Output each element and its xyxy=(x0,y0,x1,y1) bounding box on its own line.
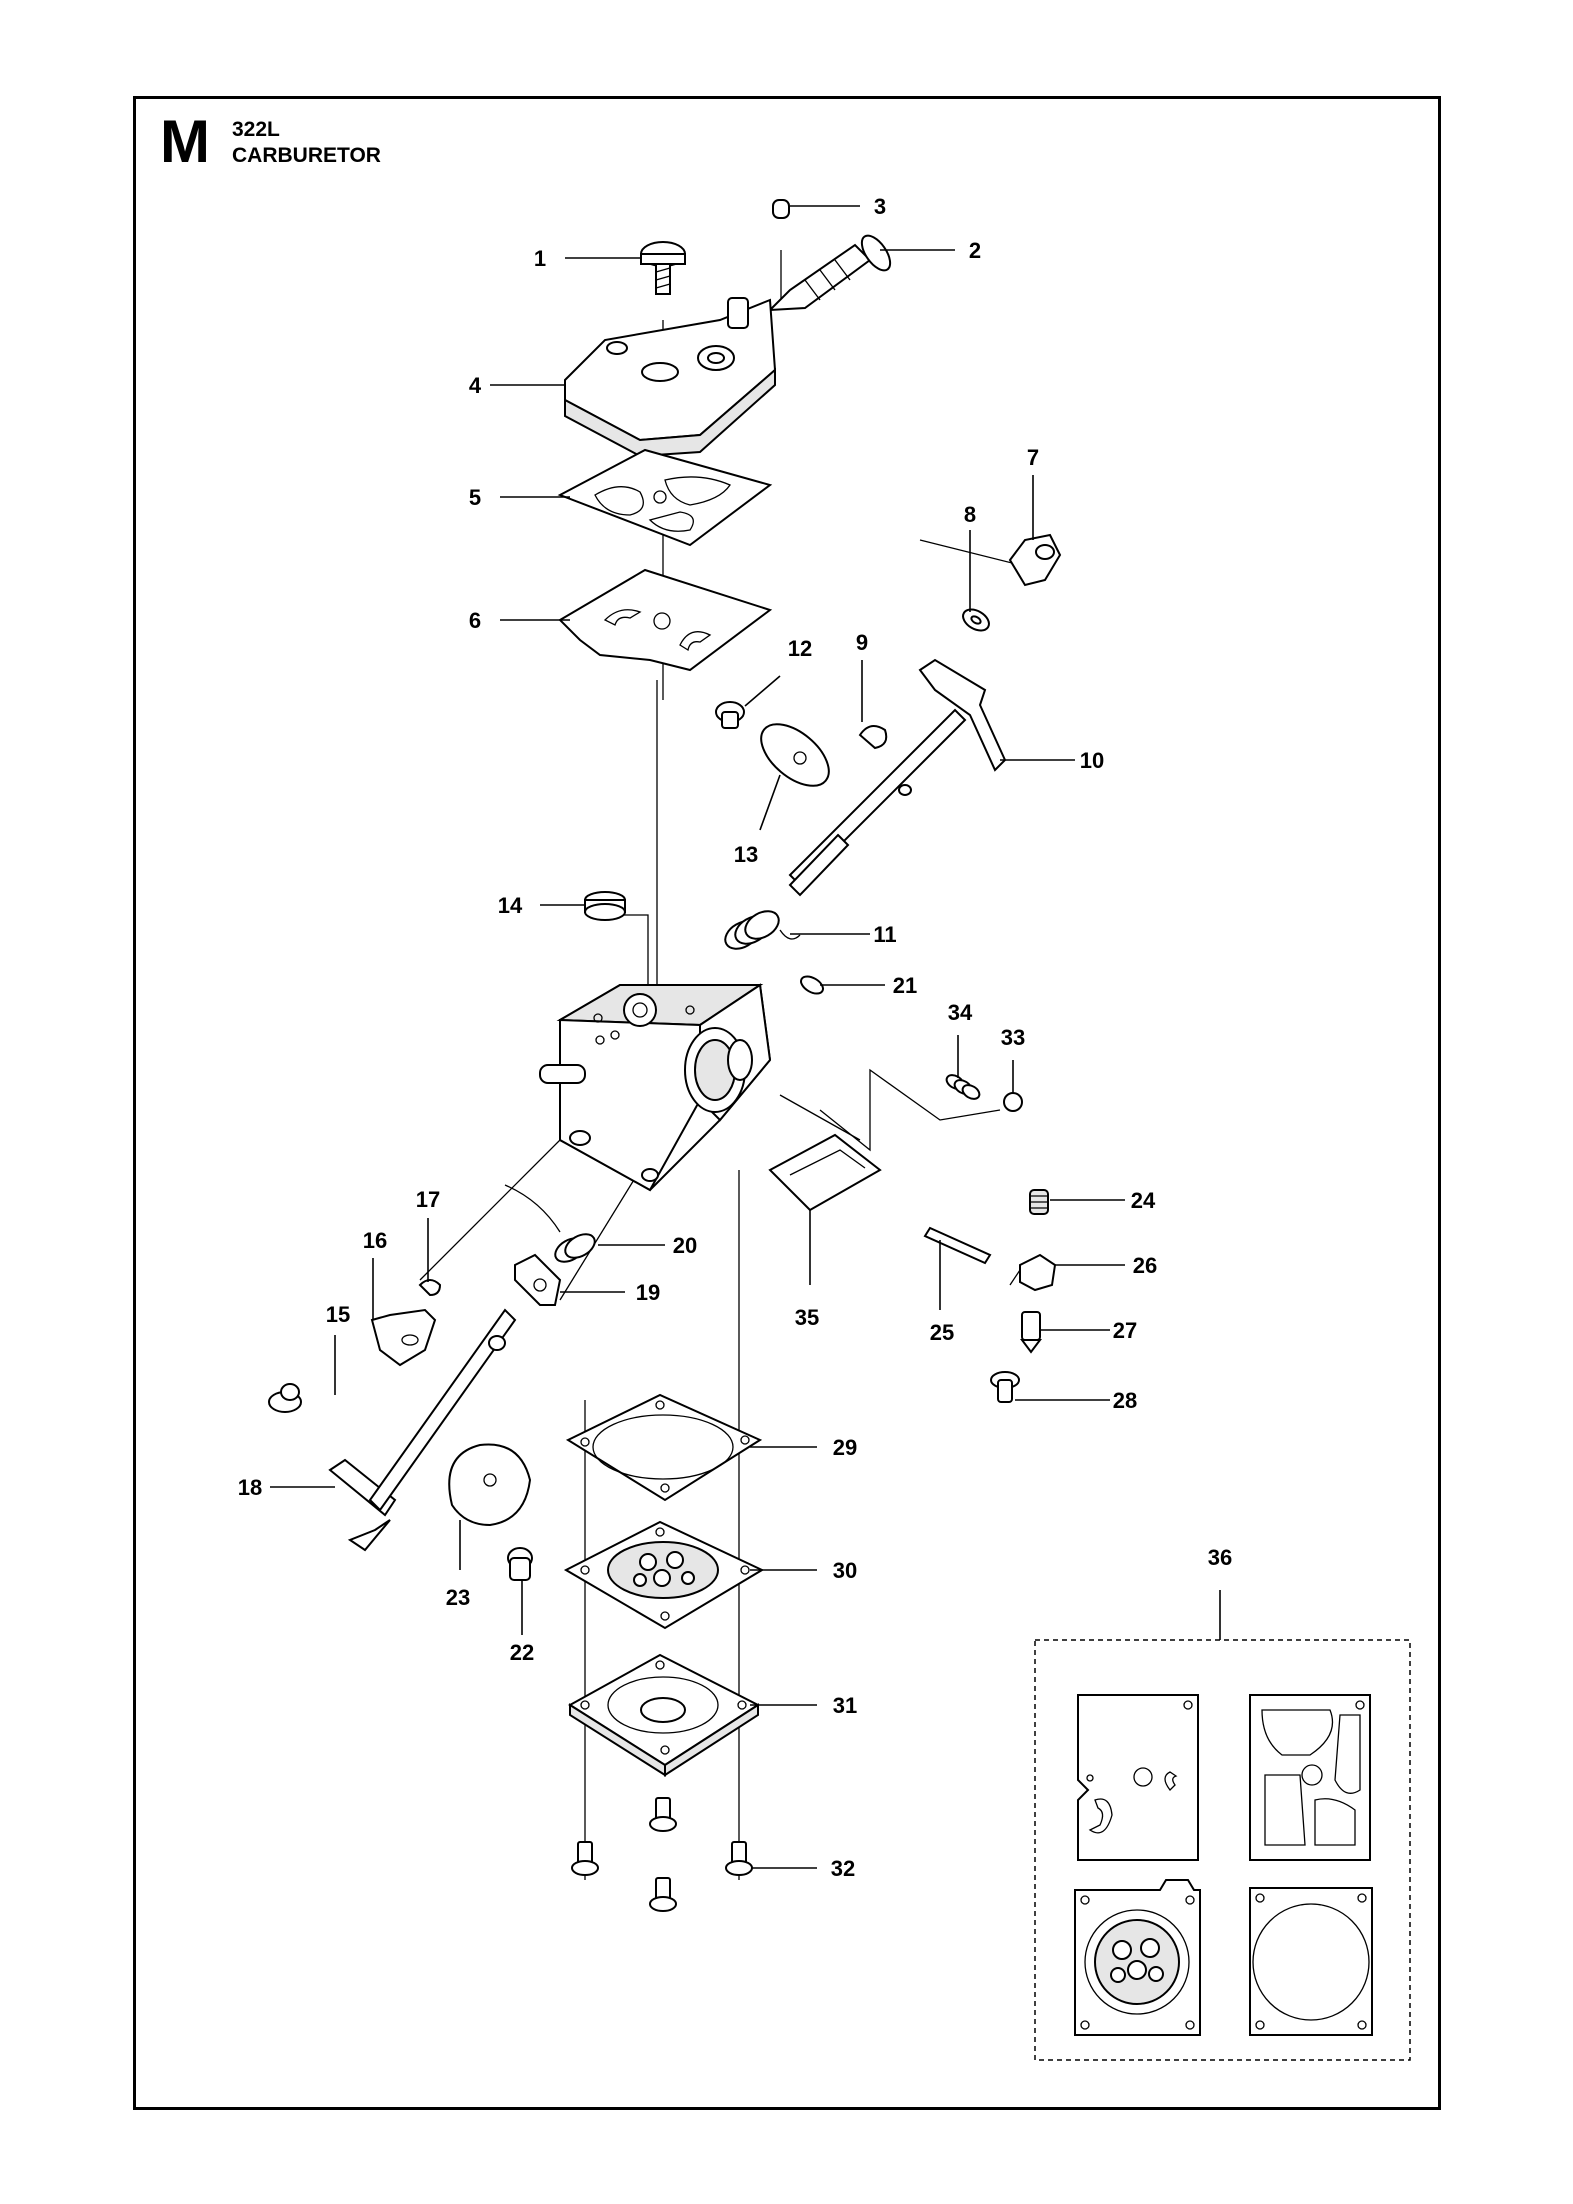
cover-icon xyxy=(568,1653,761,1777)
ball-icon xyxy=(1003,1092,1023,1112)
model-label: 322L xyxy=(232,118,280,141)
callout-6: 6 xyxy=(469,608,481,633)
callout-4: 4 xyxy=(469,373,482,398)
screw-icon xyxy=(640,241,686,295)
kit-pump-diaphragm xyxy=(1077,1694,1199,1861)
page-frame xyxy=(133,96,1441,2110)
gasket-icon xyxy=(565,1393,763,1502)
callout-30: 30 xyxy=(833,1558,857,1583)
choke-valve-icon xyxy=(448,1443,532,1527)
callout-26: 26 xyxy=(1133,1253,1157,1278)
callout-12: 12 xyxy=(788,636,812,661)
callout-2: 2 xyxy=(969,238,981,263)
callout-27: 27 xyxy=(1113,1318,1137,1343)
callout-19: 19 xyxy=(636,1280,660,1305)
leader-lines xyxy=(270,205,1221,1869)
callout-15: 15 xyxy=(326,1302,350,1327)
screw-icon xyxy=(990,1371,1020,1403)
callout-36: 36 xyxy=(1208,1545,1232,1570)
pump-cover-icon xyxy=(564,297,777,458)
choke-shaft-icon xyxy=(328,1308,517,1552)
callout-31: 31 xyxy=(833,1693,857,1718)
callout-16: 16 xyxy=(363,1228,387,1253)
callout-34: 34 xyxy=(948,1000,973,1025)
washer-icon xyxy=(962,608,990,632)
plate-icon xyxy=(768,1133,882,1212)
callout-3: 3 xyxy=(874,194,886,219)
detent-icon xyxy=(514,1253,562,1306)
callout-18: 18 xyxy=(238,1475,262,1500)
screw-icon xyxy=(268,1383,302,1413)
callout-25: 25 xyxy=(930,1320,954,1345)
kit-gasket xyxy=(1249,1887,1373,2036)
callout-8: 8 xyxy=(964,502,976,527)
callout-24: 24 xyxy=(1131,1188,1156,1213)
kit-metering-diaphragm xyxy=(1074,1879,1201,2036)
callout-32: 32 xyxy=(831,1856,855,1881)
callout-17: 17 xyxy=(416,1187,440,1212)
callout-11: 11 xyxy=(873,922,896,947)
inlet-needle-icon xyxy=(1020,1311,1042,1354)
callout-5: 5 xyxy=(469,485,481,510)
screen-icon xyxy=(584,891,626,921)
callout-29: 29 xyxy=(833,1435,857,1460)
pump-diaphragm-icon xyxy=(558,568,773,672)
screw-icon xyxy=(725,1841,753,1876)
callout-10: 10 xyxy=(1080,748,1104,773)
pin-icon xyxy=(923,1226,992,1265)
callout-9: 9 xyxy=(856,630,868,655)
screw-icon xyxy=(649,1797,677,1832)
callout-14: 14 xyxy=(498,893,523,918)
clip-icon xyxy=(418,1279,442,1297)
section-letter: M xyxy=(160,108,210,175)
lever-icon xyxy=(1008,533,1062,587)
callout-23: 23 xyxy=(446,1585,470,1610)
callout-33: 33 xyxy=(1001,1025,1025,1050)
screw-icon xyxy=(715,701,745,729)
metering-diaphragm-icon xyxy=(563,1520,765,1630)
callout-22: 22 xyxy=(510,1640,534,1665)
callout-7: 7 xyxy=(1027,445,1039,470)
kit-pump-gasket xyxy=(1249,1694,1371,1861)
clip-icon xyxy=(800,975,824,995)
spring-icon xyxy=(945,1074,981,1100)
throttle-valve-icon xyxy=(760,723,830,787)
callout-1: 1 xyxy=(534,246,546,271)
metering-lever-icon xyxy=(1009,1253,1057,1292)
callout-13: 13 xyxy=(734,842,758,867)
callout-numbers: 1 2 3 4 5 6 7 8 9 10 11 12 13 14 15 16 1… xyxy=(238,194,1232,1881)
spring-icon xyxy=(504,1184,596,1263)
callout-28: 28 xyxy=(1113,1388,1137,1413)
section-title: CARBURETOR xyxy=(232,144,381,167)
clip-icon xyxy=(858,725,888,750)
adjustment-screw-icon xyxy=(767,234,892,312)
spring-icon xyxy=(1029,1189,1049,1215)
pump-gasket-icon xyxy=(557,448,773,547)
carburetor-body-icon xyxy=(539,983,772,1192)
callout-35: 35 xyxy=(795,1305,819,1330)
cap-icon xyxy=(772,199,790,219)
screw-icon xyxy=(649,1877,677,1912)
screw-icon xyxy=(507,1547,533,1581)
callout-21: 21 xyxy=(893,973,917,998)
screw-icon xyxy=(571,1841,599,1876)
choke-lever-icon xyxy=(370,1308,437,1367)
gasket-kit-icon xyxy=(1034,1639,1411,2061)
spring-icon xyxy=(724,910,801,950)
callout-20: 20 xyxy=(673,1233,697,1258)
